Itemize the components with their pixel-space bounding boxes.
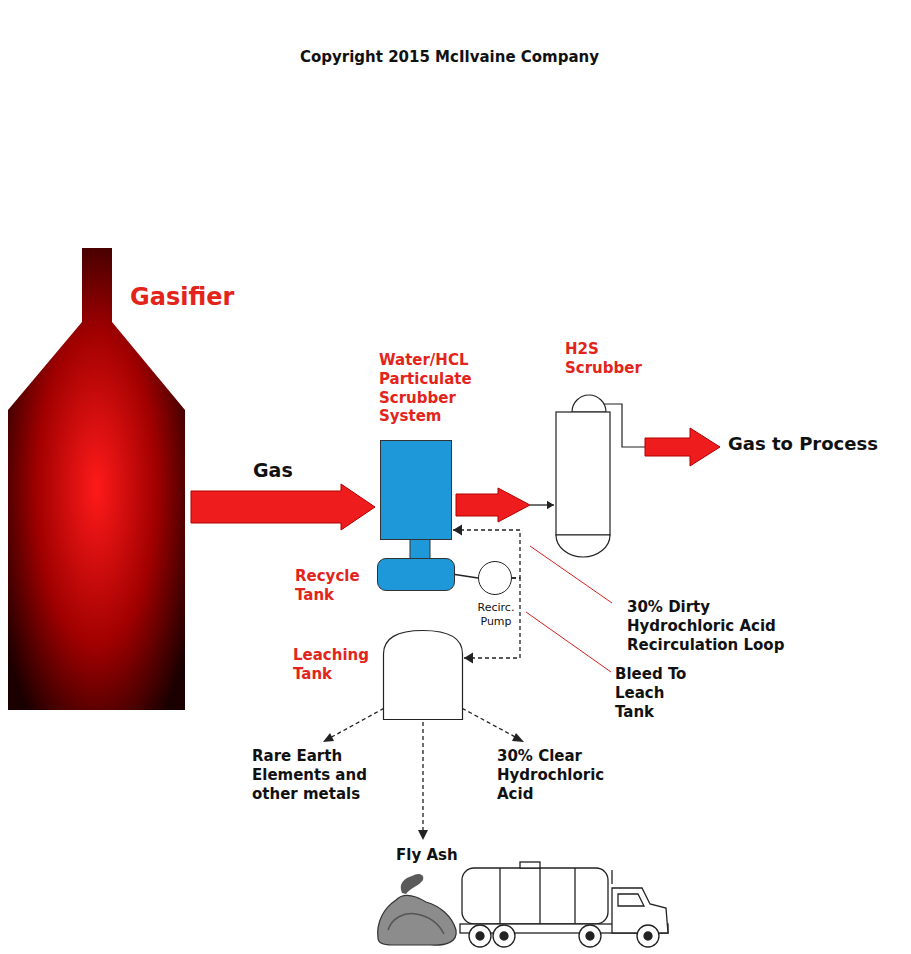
gas-out-arrow <box>645 428 720 466</box>
edge-label: Gas <box>253 459 293 483</box>
h2s-column: H2S Scrubber <box>552 390 612 562</box>
node-label: Recycle Tank <box>295 567 373 605</box>
callout-note: Bleed To Leach Tank <box>615 665 705 721</box>
recirc-pump: Recirc. Pump <box>478 561 512 595</box>
gasifier: Gasifier <box>8 248 185 710</box>
leach-shape <box>383 630 463 720</box>
label-holder: Gas to Process <box>728 433 878 456</box>
scrubber-box: Water/HCL Particulate Scrubber System <box>380 440 452 540</box>
tanker-truck <box>460 862 668 947</box>
flow-connector <box>191 484 375 530</box>
callout-note: 30% Dirty Hydrochloric Acid Recirculatio… <box>627 598 817 654</box>
label-holder: 30% Clear Hydrochloric Acid <box>497 747 622 803</box>
leader-line <box>526 612 611 672</box>
label-holder: Bleed To Leach Tank <box>615 665 705 721</box>
node-label: Gasifier <box>130 282 260 312</box>
label-holder: Copyright 2015 McIlvaine Company <box>0 48 911 67</box>
gas-to-process: Gas to Process <box>728 433 878 456</box>
node-label: Water/HCL Particulate Scrubber System <box>379 351 487 426</box>
fly-ash-pile <box>378 896 457 946</box>
scrubber-neck <box>410 539 430 559</box>
gasifier-shape <box>8 248 185 710</box>
flow-connector <box>456 488 554 522</box>
ash-plume <box>401 874 424 894</box>
edge-label-holder: Gas <box>253 459 293 483</box>
node-label: Recirc. Pump <box>466 601 526 629</box>
output-label: 30% Clear Hydrochloric Acid <box>497 747 622 803</box>
copyright-title: Copyright 2015 McIlvaine Company <box>0 48 905 67</box>
output-label: Fly Ash <box>396 846 458 865</box>
node-label: Leaching Tank <box>293 646 381 684</box>
output-label: Rare Earth Elements and other metals <box>252 747 384 803</box>
label-holder: 30% Dirty Hydrochloric Acid Recirculatio… <box>627 598 817 654</box>
flow-connector <box>455 575 478 579</box>
label-holder: Fly Ash <box>396 846 458 865</box>
column-shape <box>552 390 612 562</box>
node-label: H2S Scrubber <box>565 340 660 378</box>
recycle-tank: Recycle Tank <box>377 558 455 591</box>
label-holder: Rare Earth Elements and other metals <box>252 747 384 803</box>
fly-ash-pile <box>388 914 444 934</box>
leaching-tank: Leaching Tank <box>383 630 463 720</box>
